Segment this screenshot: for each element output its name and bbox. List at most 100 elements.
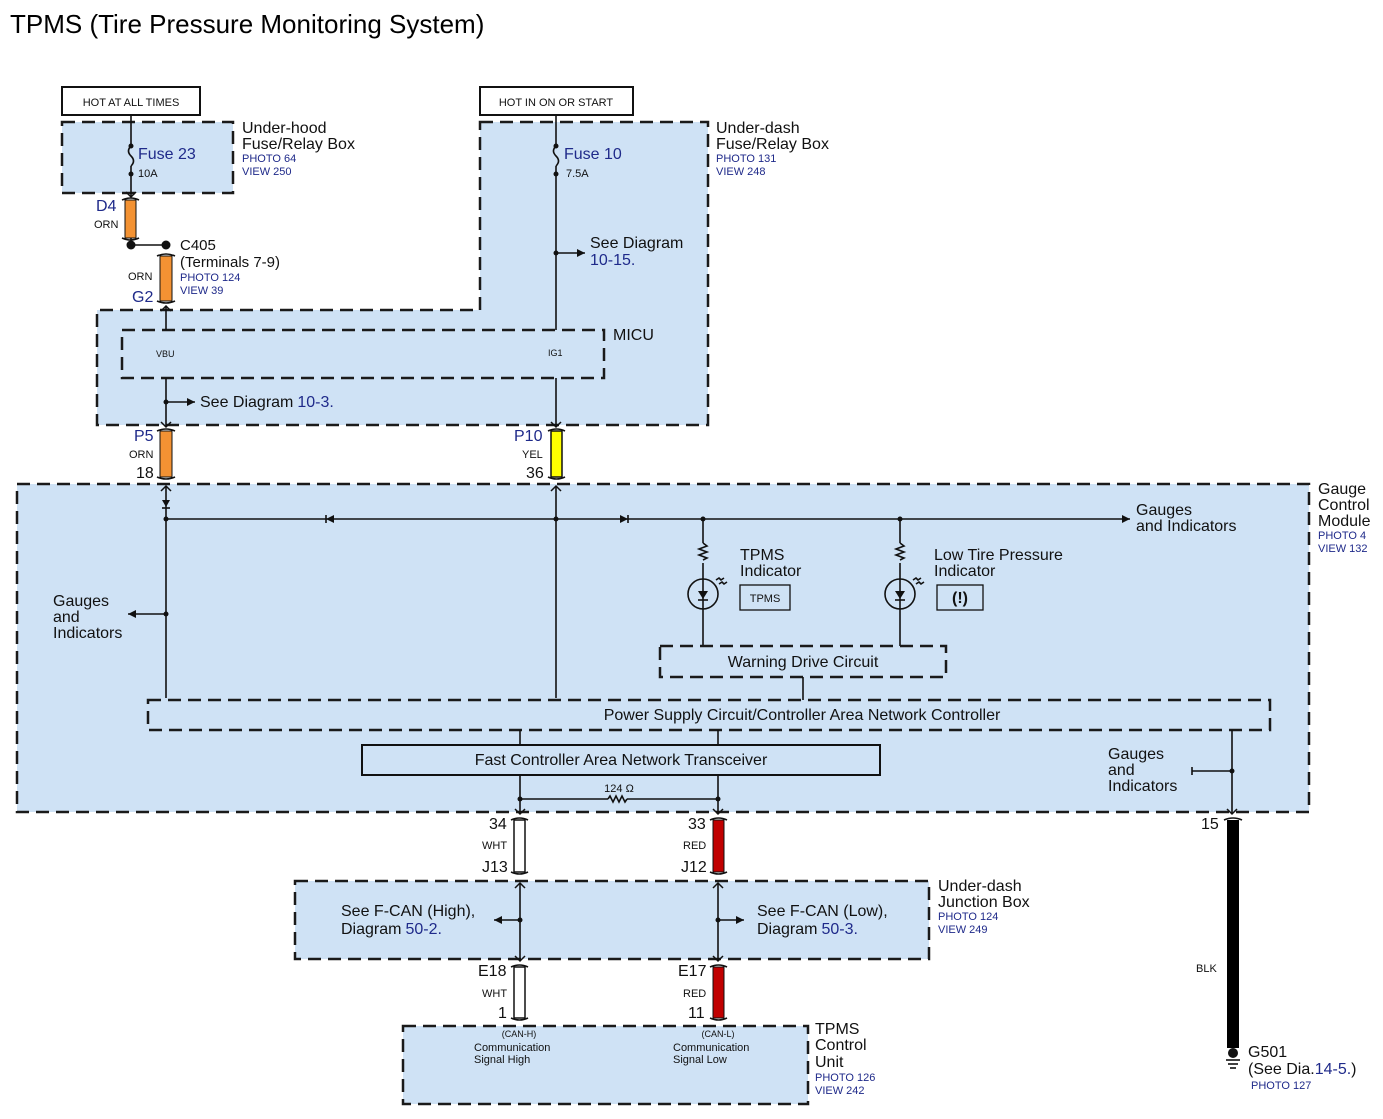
svg-text:YEL: YEL: [522, 449, 543, 461]
svg-text:Indicators: Indicators: [1108, 778, 1177, 795]
diode-icon: [326, 515, 334, 523]
svg-text:ORN: ORN: [128, 271, 153, 283]
svg-text:E17: E17: [678, 963, 707, 980]
underhood-photo-ref: PHOTO 64: [242, 153, 296, 165]
ground-g501-label: G501: [1248, 1044, 1287, 1061]
resistor-icon: [893, 542, 907, 561]
tpms-control-unit: (CAN-H) Communication Signal High (CAN-L…: [401, 1021, 875, 1106]
connector-p10: P10 YEL 36: [514, 428, 566, 482]
svg-text:VIEW 39: VIEW 39: [180, 285, 223, 297]
svg-text:WHT: WHT: [482, 988, 507, 1000]
svg-text:18: 18: [136, 465, 154, 482]
svg-text:Indicator: Indicator: [740, 563, 802, 580]
resistor-value: 124 Ω: [604, 783, 634, 795]
svg-text:C405: C405: [180, 237, 216, 254]
svg-text:15: 15: [1201, 816, 1219, 833]
diode-icon: [620, 515, 628, 523]
svg-text:WHT: WHT: [482, 840, 507, 852]
svg-text:MICU: MICU: [613, 327, 654, 344]
svg-text:Under-dash: Under-dash: [716, 120, 800, 137]
fuse-10-label: Fuse 10: [564, 146, 622, 163]
svg-text:and Indicators: and Indicators: [1136, 518, 1237, 535]
svg-text:G2: G2: [132, 289, 153, 306]
svg-text:Module: Module: [1318, 513, 1371, 530]
svg-text:See Diagram: See Diagram: [590, 235, 683, 252]
svg-text:Fuse/Relay Box: Fuse/Relay Box: [242, 136, 355, 153]
low-tire-pressure-icon: (!): [952, 590, 968, 607]
connector-e18: E18 WHT 1: [478, 963, 529, 1022]
svg-text:P10: P10: [514, 428, 543, 445]
svg-text:Control: Control: [1318, 497, 1370, 514]
svg-text:Control: Control: [815, 1037, 867, 1054]
svg-text:PHOTO 4: PHOTO 4: [1318, 530, 1366, 542]
see-dia-14-5-link[interactable]: 14-5.: [1315, 1061, 1351, 1078]
underdash-fuse-relay-box: Fuse 10 7.5A See Diagram 10-15. Under-da…: [95, 115, 829, 427]
svg-text:Gauge: Gauge: [1318, 481, 1366, 498]
svg-text:PHOTO 124: PHOTO 124: [180, 272, 240, 284]
see-diagram-10-15-link[interactable]: 10-15.: [590, 252, 635, 269]
svg-text:Junction Box: Junction Box: [938, 894, 1030, 911]
ground-wire-blk: 15 BLK G501 (See Dia.14-5.) PHOTO 127: [1196, 816, 1357, 1092]
svg-text:RED: RED: [683, 840, 706, 852]
underhood-fuse-relay-box: Fuse 23 10A Under-hood Fuse/Relay Box PH…: [60, 115, 355, 199]
ground-point-icon: [1228, 1048, 1238, 1058]
svg-text:BLK: BLK: [1196, 963, 1217, 975]
svg-text:Gauges: Gauges: [1108, 746, 1164, 763]
connector-d4: D4 ORN: [94, 197, 140, 241]
svg-text:Under-hood: Under-hood: [242, 120, 327, 137]
tpms-badge: TPMS: [750, 593, 781, 605]
connector-j12: 33 RED J12: [681, 816, 728, 876]
svg-text:PHOTO 127: PHOTO 127: [1251, 1080, 1311, 1092]
svg-text:HOT IN ON OR START: HOT IN ON OR START: [499, 97, 614, 109]
svg-text:See F-CAN (Low),: See F-CAN (Low),: [757, 903, 888, 920]
see-diagram-10-3-link[interactable]: 10-3.: [297, 394, 333, 411]
svg-text:J13: J13: [482, 859, 508, 876]
fuse-icon: [127, 145, 135, 167]
svg-text:(Terminals 7-9): (Terminals 7-9): [180, 254, 280, 271]
fuse-10-rating: 7.5A: [566, 168, 589, 180]
fuse-23-rating: 10A: [138, 168, 158, 180]
svg-text:VBU: VBU: [156, 349, 175, 359]
svg-text:HOT AT ALL TIMES: HOT AT ALL TIMES: [83, 97, 180, 109]
svg-text:See F-CAN (High),: See F-CAN (High),: [341, 903, 475, 920]
svg-text:Communication: Communication: [474, 1042, 550, 1054]
svg-text:TPMS: TPMS: [815, 1021, 859, 1038]
connector-j13: 34 WHT J13: [482, 816, 529, 876]
led-tpms-indicator-icon: [687, 578, 719, 610]
svg-text:Gauges: Gauges: [53, 593, 109, 610]
svg-text:IG1: IG1: [548, 348, 563, 358]
diagram-50-2-link[interactable]: 50-2.: [405, 921, 441, 938]
fuse-23-label: Fuse 23: [138, 146, 196, 163]
diagram-50-3-link[interactable]: 50-3.: [821, 921, 857, 938]
svg-text:(See Dia.14-5.): (See Dia.14-5.): [1248, 1061, 1357, 1078]
svg-text:RED: RED: [683, 988, 706, 1000]
svg-text:Fuse/Relay Box: Fuse/Relay Box: [716, 136, 829, 153]
svg-text:Signal Low: Signal Low: [673, 1054, 727, 1066]
svg-text:PHOTO 124: PHOTO 124: [938, 911, 998, 923]
svg-text:Under-dash: Under-dash: [938, 878, 1022, 895]
svg-text:11: 11: [688, 1005, 705, 1022]
svg-text:VIEW 242: VIEW 242: [815, 1085, 865, 1097]
led-low-tire-indicator-icon: [884, 578, 916, 610]
hot-at-all-times-label: HOT AT ALL TIMES: [61, 86, 201, 116]
svg-text:VIEW 132: VIEW 132: [1318, 543, 1368, 555]
svg-text:33: 33: [688, 816, 706, 833]
svg-text:J12: J12: [681, 859, 707, 876]
gauge-control-module: Gauge Control Module PHOTO 4 VIEW 132 Ga…: [15, 481, 1371, 816]
svg-text:Signal High: Signal High: [474, 1054, 530, 1066]
svg-text:and: and: [53, 609, 80, 626]
svg-text:Low Tire Pressure: Low Tire Pressure: [934, 547, 1063, 564]
connector-p5: P5 ORN 18: [129, 428, 176, 482]
svg-text:E18: E18: [478, 963, 507, 980]
svg-text:Indicators: Indicators: [53, 625, 122, 642]
svg-text:VIEW 248: VIEW 248: [716, 166, 766, 178]
svg-text:and: and: [1108, 762, 1135, 779]
svg-text:TPMS: TPMS: [740, 547, 784, 564]
svg-text:ORN: ORN: [129, 449, 154, 461]
fuse-icon: [552, 145, 560, 167]
resistor-icon: [696, 542, 710, 561]
